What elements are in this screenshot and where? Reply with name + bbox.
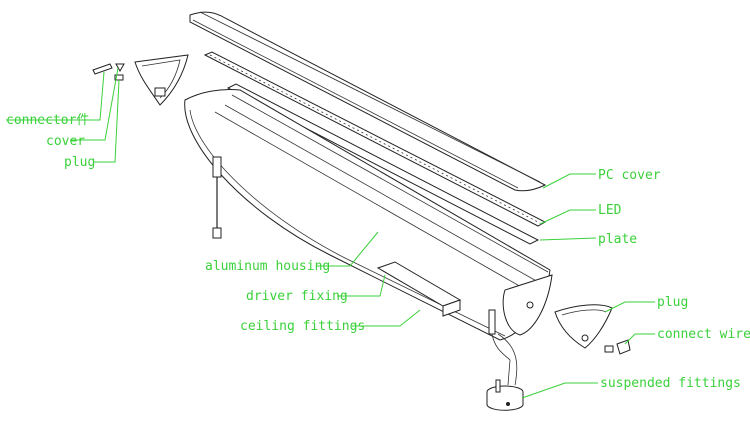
pc-cover-part — [189, 11, 547, 192]
label-led: LED — [598, 203, 622, 218]
leader-led — [539, 209, 596, 225]
label-suspended-fittings: suspended fittings — [600, 376, 741, 391]
label-pc-cover: PC cover — [598, 168, 661, 183]
connector-part — [92, 63, 113, 75]
label-plug-right: plug — [657, 295, 688, 310]
leader-pc-cover — [542, 173, 596, 189]
connect-wire-part — [604, 339, 631, 355]
label-plug-left: plug — [64, 155, 95, 170]
leader-driver-fixing — [337, 274, 386, 297]
leader-connector — [6, 71, 105, 121]
label-ceiling-fittings: ceiling fittings — [240, 319, 365, 334]
driver-fixing-part — [376, 261, 462, 317]
leader-plug-right — [604, 301, 655, 313]
leader-ceiling-fittings — [352, 309, 421, 327]
leader-cover — [70, 67, 119, 141]
right-plug-part — [554, 304, 613, 349]
leader-aluminum-housing — [317, 231, 379, 267]
label-cover: cover — [46, 134, 85, 149]
label-connect-wire: connect wire — [657, 327, 750, 342]
aluminum-housing-part — [184, 89, 553, 341]
plate-part — [226, 83, 540, 245]
left-wire-part — [212, 156, 222, 239]
left-plug-part — [134, 54, 189, 106]
leader-lines — [6, 67, 655, 399]
leader-suspended-fittings — [521, 382, 598, 399]
label-plate: plate — [598, 232, 637, 247]
leader-plug-left — [94, 79, 120, 163]
leader-plate — [539, 237, 597, 241]
label-driver-fixing: driver fixing — [246, 289, 348, 304]
leader-connect-wire — [624, 333, 655, 345]
label-connector: connector件 — [6, 113, 89, 128]
suspended-fittings-part — [486, 309, 524, 411]
left-small-parts — [92, 63, 125, 81]
cover-part — [115, 63, 125, 73]
label-aluminum-housing: aluminum housing — [205, 259, 330, 274]
